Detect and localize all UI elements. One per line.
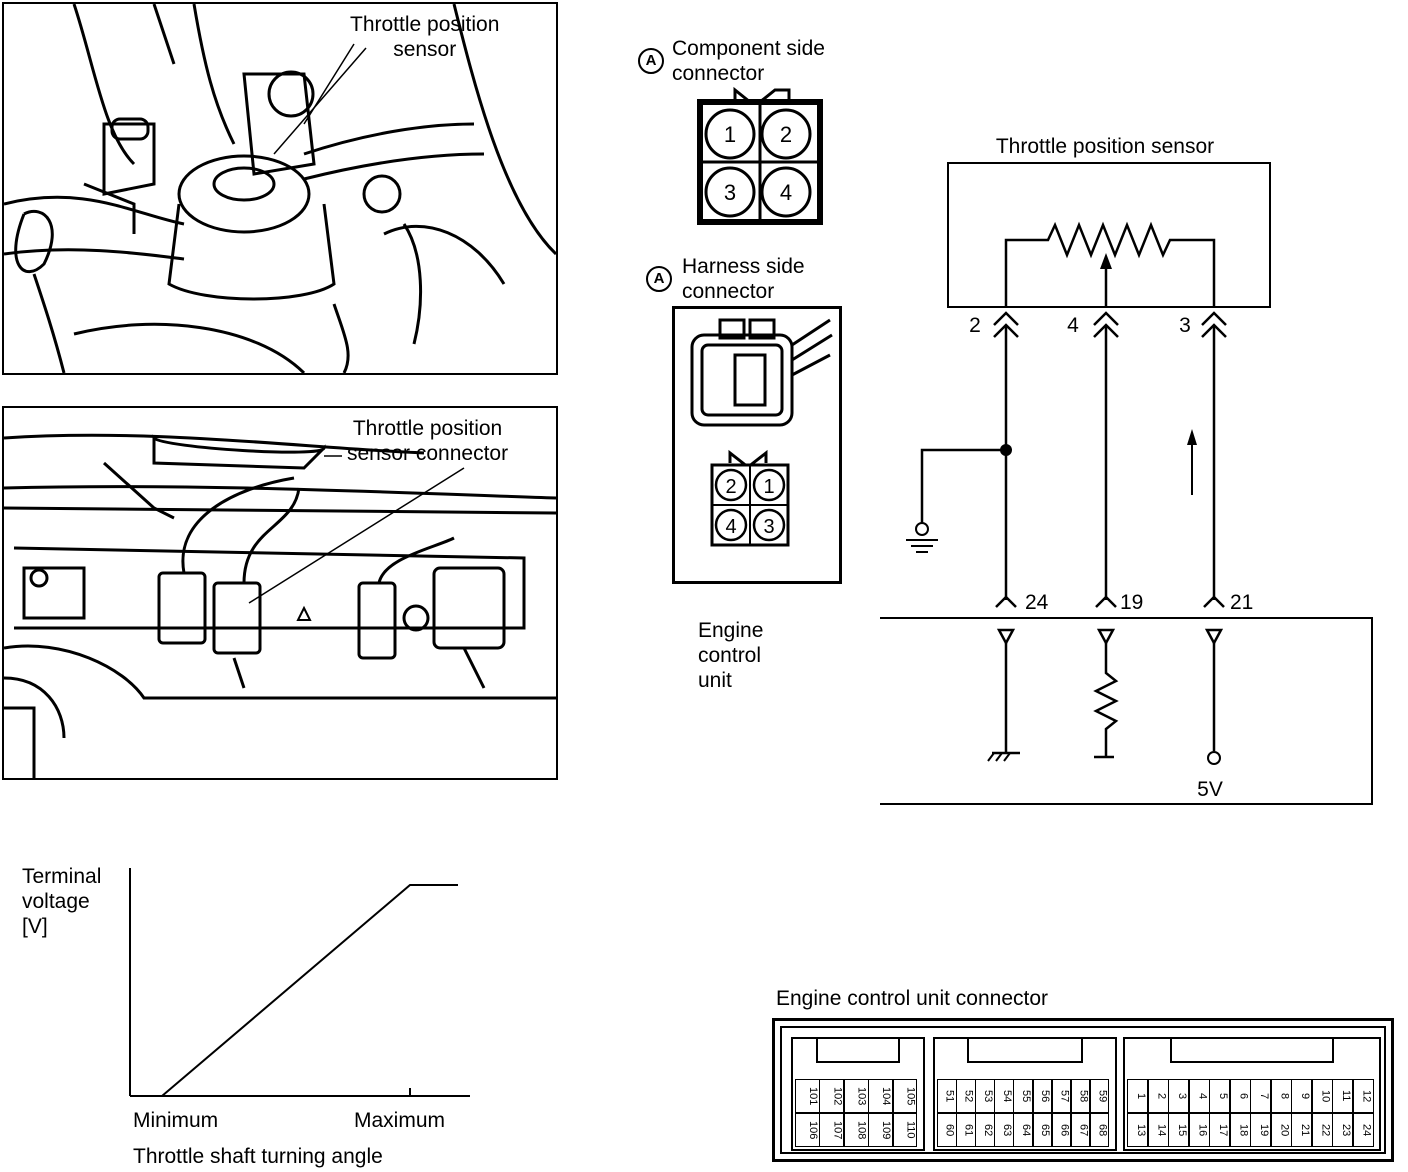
ecu-pin-cell: 12 xyxy=(1352,1079,1374,1113)
ecu-pin-cell: 54 xyxy=(994,1079,1014,1113)
voltage-line xyxy=(161,884,458,1097)
ecu-pin-cell: 20 xyxy=(1270,1113,1292,1147)
sensor-pin: 4 xyxy=(1067,314,1079,337)
sensor-pin: 3 xyxy=(1179,314,1191,337)
ecu-pin-cell: 53 xyxy=(975,1079,995,1113)
component-connector-title: Component side connector xyxy=(672,37,825,85)
ecu-pin-cell: 9 xyxy=(1291,1079,1312,1113)
connector-key-notch xyxy=(966,1039,1084,1063)
harness-pin: 3 xyxy=(763,516,774,538)
ecu-pin: 19 xyxy=(1120,591,1143,614)
connector-callout: Throttle position sensor connector xyxy=(347,417,509,465)
sensor-title: Throttle position sensor xyxy=(996,135,1214,158)
ecu-label: Engine control unit xyxy=(698,619,764,692)
harness-connector-marker: A xyxy=(646,266,672,292)
ecu-pin-cell: 105 xyxy=(892,1079,918,1113)
ecu-pin-cell: 67 xyxy=(1070,1113,1091,1147)
throttle-body-illustration xyxy=(4,4,556,373)
ecu-pin-cell: 55 xyxy=(1013,1079,1034,1113)
ecu-pin-cell: 10 xyxy=(1311,1079,1333,1113)
ecu-pin-cell: 110 xyxy=(892,1113,918,1147)
component-pin: 4 xyxy=(780,180,792,205)
connector-location-illustration xyxy=(4,433,556,778)
ecu-pin-cell: 51 xyxy=(937,1079,957,1113)
component-pin: 3 xyxy=(724,180,736,205)
ecu-pin-cell: 103 xyxy=(843,1079,869,1113)
ecu-pin-cell: 13 xyxy=(1127,1113,1148,1147)
component-pin: 1 xyxy=(724,122,736,147)
ecu-pin-cell: 24 xyxy=(1352,1113,1374,1147)
connector-key-notch xyxy=(1170,1039,1334,1063)
ecu-pin-cell: 102 xyxy=(819,1079,845,1113)
ecu-pin-cell: 59 xyxy=(1089,1079,1110,1113)
ecu-pin-cell: 1 xyxy=(1127,1079,1148,1113)
connector-key-notch xyxy=(815,1039,901,1063)
ecu-pin-cell: 57 xyxy=(1051,1079,1072,1113)
ecu-pin-cell: 7 xyxy=(1250,1079,1271,1113)
throttle-sensor-callout: Throttle position sensor xyxy=(350,13,500,61)
harness-pin: 4 xyxy=(725,516,736,538)
ecu-pin-cell: 108 xyxy=(843,1113,869,1147)
sensor-pin: 2 xyxy=(969,314,981,337)
harness-connector-box xyxy=(672,306,842,584)
ecu-pin-cell: 66 xyxy=(1051,1113,1072,1147)
harness-connector-title: Harness side connector xyxy=(682,255,805,303)
ecu-pin-cell: 58 xyxy=(1070,1079,1091,1113)
ecu-pin-cell: 101 xyxy=(795,1079,820,1113)
component-connector-diagram: 1 2 3 4 xyxy=(697,86,823,225)
component-pin: 2 xyxy=(780,122,792,147)
x-tick-max-label: Maximum xyxy=(354,1109,446,1132)
ecu-pin-cell: 2 xyxy=(1147,1079,1169,1113)
ecu-pin-cell: 60 xyxy=(937,1113,957,1147)
ecu-pin-cell: 19 xyxy=(1250,1113,1271,1147)
ecu-pin-cell: 106 xyxy=(795,1113,820,1147)
ecu-pin-cell: 18 xyxy=(1229,1113,1251,1147)
harness-pin: 1 xyxy=(763,476,774,498)
ecu-pin-cell: 3 xyxy=(1168,1079,1189,1113)
ecu-pin-cell: 68 xyxy=(1089,1113,1110,1147)
harness-pin: 2 xyxy=(725,476,736,498)
ecu-pin-cell: 56 xyxy=(1032,1079,1053,1113)
ecu-pin-cell: 8 xyxy=(1270,1079,1292,1113)
x-tick-min: Minimum xyxy=(133,1109,219,1132)
ecu-pin: 24 xyxy=(1025,591,1049,614)
harness-connector-diagram: 2 1 4 3 xyxy=(690,318,833,547)
ecu-pin: 21 xyxy=(1230,591,1253,614)
ecu-pin-cell: 23 xyxy=(1332,1113,1353,1147)
ecu-pin-cell: 63 xyxy=(994,1113,1014,1147)
ecu-pin-cell: 21 xyxy=(1291,1113,1312,1147)
ecu-pin-cell: 62 xyxy=(975,1113,995,1147)
voltage-chart xyxy=(129,868,470,1097)
ecu-pin-cell: 65 xyxy=(1032,1113,1053,1147)
ecu-pin-cell: 5 xyxy=(1209,1079,1230,1113)
graph-ylabel: Terminal voltage [V] xyxy=(22,865,102,938)
ecu-pin-cell: 17 xyxy=(1209,1113,1230,1147)
ecu-pin-cell: 107 xyxy=(819,1113,845,1147)
engine-photo-bottom: Throttle position sensor connector xyxy=(2,406,558,780)
ecu-pin-cell: 61 xyxy=(956,1113,976,1147)
ecu-connector-title: Engine control unit connector xyxy=(776,987,1049,1010)
ecu-pin-cell: 64 xyxy=(1013,1113,1034,1147)
ecu-pin-cell: 16 xyxy=(1188,1113,1210,1147)
graph-xlabel: Throttle shaft turning angle xyxy=(133,1145,383,1168)
supply-voltage-label: 5V xyxy=(1197,778,1223,801)
ecu-pin-cell: 4 xyxy=(1188,1079,1210,1113)
ecu-pin-cell: 52 xyxy=(956,1079,976,1113)
ecu-pin-cell: 109 xyxy=(868,1113,894,1147)
ecu-pin-cell: 104 xyxy=(868,1079,894,1113)
component-connector-marker: A xyxy=(638,48,664,74)
ecu-pin-cell: 6 xyxy=(1229,1079,1251,1113)
engine-photo-top: Throttle position sensor xyxy=(2,2,558,375)
wiring-schematic: Throttle position sensor 2 4 3 24 19 21 xyxy=(880,135,1373,805)
ecu-pin-cell: 22 xyxy=(1311,1113,1333,1147)
ecu-pin-cell: 14 xyxy=(1147,1113,1169,1147)
ecu-pin-cell: 11 xyxy=(1332,1079,1353,1113)
ecu-pin-cell: 15 xyxy=(1168,1113,1189,1147)
